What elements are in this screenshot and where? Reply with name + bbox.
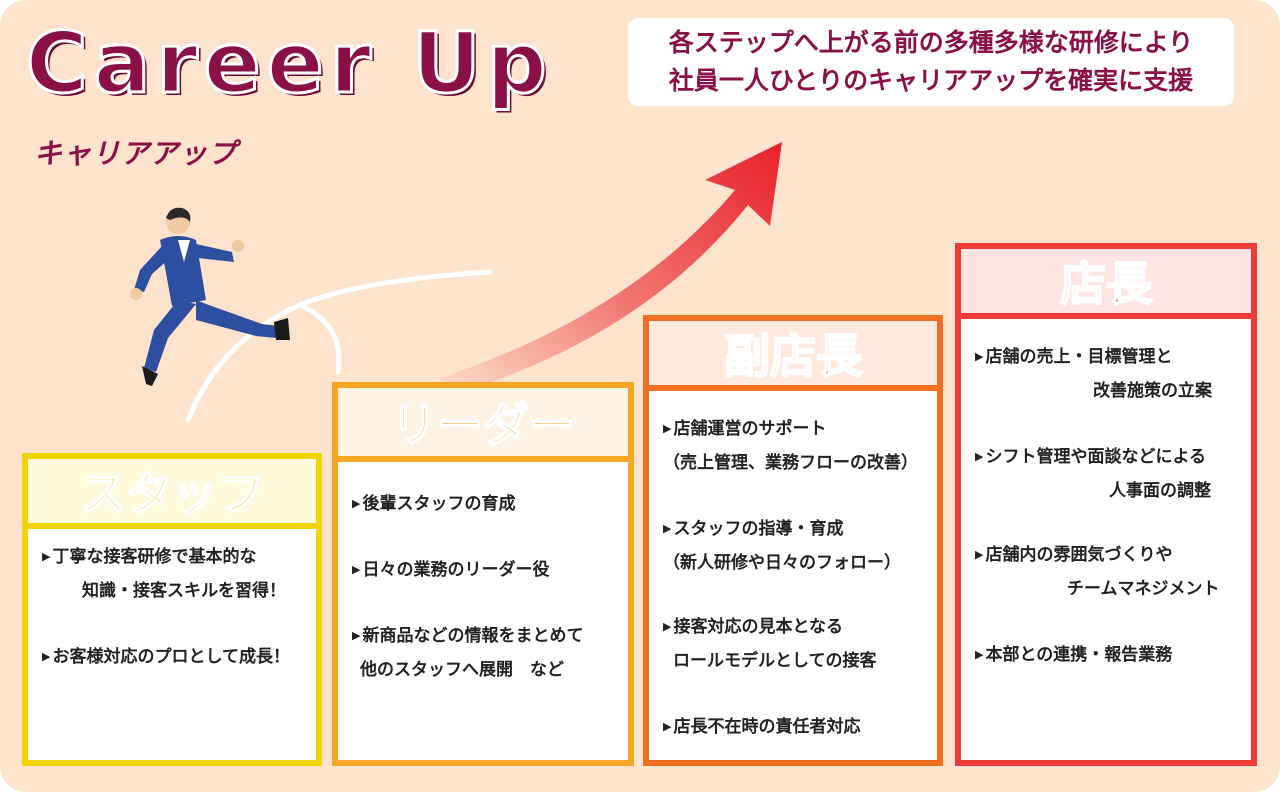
list-item: ▶店舗運営のサポート （売上管理、業務フローの改善） — [663, 413, 929, 479]
item-line-2: 改善施策の立案 — [1093, 381, 1212, 401]
item-line-1: 接客対応の見本となる — [673, 617, 843, 637]
item-line-1: 後輩スタッフの育成 — [362, 494, 516, 514]
step-staff-title-text: スタッフ — [79, 466, 265, 522]
item-line-1: 店舗の売上・目標管理と — [985, 347, 1173, 367]
list-item: ▶シフト管理や面談などによる 人事面の調整 — [975, 441, 1243, 507]
rising-arrow-icon — [440, 142, 782, 396]
page-title: Career Up — [25, 13, 553, 114]
item-line-1: 店舗内の雰囲気づくりや — [985, 545, 1173, 565]
item-line-1: シフト管理や面談などによる — [985, 447, 1206, 467]
jump-arc-return — [297, 302, 342, 375]
step-vice-manager-title-text: 副店長 — [723, 328, 863, 384]
step-leader-title: リーダー — [332, 382, 634, 462]
list-item: ▶日々の業務のリーダー役 — [352, 554, 620, 588]
list-item: ▶店舗の売上・目標管理と 改善施策の立案 — [975, 341, 1243, 407]
list-item: ▶新商品などの情報をまとめて 他のスタッフへ展開 など — [352, 620, 620, 686]
bullet-triangle-icon: ▶ — [663, 422, 672, 435]
bullet-triangle-icon: ▶ — [663, 522, 672, 535]
step-manager-title-text: 店長 — [1059, 256, 1153, 312]
item-line-2: （売上管理、業務フローの改善） — [663, 453, 918, 473]
tagline-box: 各ステップへ上がる前の多種多様な研修により 社員一人ひとりのキャリアアップを確実… — [628, 18, 1234, 106]
step-manager-title: 店長 — [955, 243, 1257, 319]
step-staff-title: スタッフ — [22, 453, 322, 529]
step-leader-column: リーダー ▶後輩スタッフの育成 ▶日々の業務のリーダー役 ▶新商品などの情報をま… — [332, 382, 634, 766]
list-item: ▶お客様対応のプロとして成長！ — [42, 641, 308, 675]
step-manager-column: 店長 ▶店舗の売上・目標管理と 改善施策の立案 ▶シフト管理や面談などによる 人… — [955, 243, 1257, 766]
item-line-2: 人事面の調整 — [1109, 481, 1211, 501]
item-line-2: 他のスタッフへ展開 など — [360, 660, 564, 680]
bullet-triangle-icon: ▶ — [975, 450, 984, 463]
item-line-1: 日々の業務のリーダー役 — [362, 560, 550, 580]
item-line-1: 店舗運営のサポート — [673, 419, 827, 439]
list-item: ▶接客対応の見本となる ロールモデルとしての接客 — [663, 611, 929, 677]
bullet-triangle-icon: ▶ — [352, 563, 361, 576]
tagline-line-2: 社員一人ひとりのキャリアアップを確実に支援 — [668, 66, 1194, 95]
list-item: ▶スタッフの指導・育成 （新人研修や日々のフォロー） — [663, 513, 929, 579]
item-line-1: 店長不在時の責任者対応 — [673, 717, 861, 737]
list-item: ▶店長不在時の責任者対応 — [663, 711, 929, 745]
bullet-triangle-icon: ▶ — [975, 548, 984, 561]
bullet-triangle-icon: ▶ — [975, 350, 984, 363]
item-line-2: ロールモデルとしての接客 — [673, 651, 877, 671]
bullet-triangle-icon: ▶ — [663, 720, 672, 733]
page-subtitle: キャリアアップ — [34, 137, 238, 170]
bullet-triangle-icon: ▶ — [42, 550, 51, 563]
step-staff-column: スタッフ ▶丁寧な接客研修で基本的な 知識・接客スキルを習得！ ▶お客様対応のプ… — [22, 453, 322, 766]
item-line-1: 本部との連携・報告業務 — [985, 645, 1173, 665]
bullet-triangle-icon: ▶ — [352, 497, 361, 510]
bullet-triangle-icon: ▶ — [42, 650, 51, 663]
bullet-triangle-icon: ▶ — [975, 648, 984, 661]
item-line-1: お客様対応のプロとして成長！ — [52, 647, 290, 667]
item-line-2: （新人研修や日々のフォロー） — [663, 553, 901, 573]
list-item: ▶店舗内の雰囲気づくりや チームマネジメント — [975, 539, 1243, 605]
step-vice-manager-column: 副店長 ▶店舗運営のサポート （売上管理、業務フローの改善） ▶スタッフの指導・… — [643, 315, 943, 766]
tagline-line-1: 各ステップへ上がる前の多種多様な研修により — [668, 28, 1194, 57]
bullet-triangle-icon: ▶ — [663, 620, 672, 633]
list-item: ▶丁寧な接客研修で基本的な 知識・接客スキルを習得！ — [42, 541, 308, 607]
item-line-2: 知識・接客スキルを習得！ — [82, 581, 286, 601]
businessman-running-icon — [130, 207, 290, 386]
list-item: ▶本部との連携・報告業務 — [975, 639, 1243, 673]
item-line-1: 新商品などの情報をまとめて — [362, 626, 584, 646]
list-item: ▶後輩スタッフの育成 — [352, 488, 620, 522]
item-line-2: チームマネジメント — [1067, 579, 1220, 599]
step-vice-manager-title: 副店長 — [643, 315, 943, 391]
bullet-triangle-icon: ▶ — [352, 629, 361, 642]
item-line-1: 丁寧な接客研修で基本的な — [52, 547, 257, 567]
step-leader-title-text: リーダー — [390, 397, 576, 453]
item-line-1: スタッフの指導・育成 — [673, 519, 844, 539]
